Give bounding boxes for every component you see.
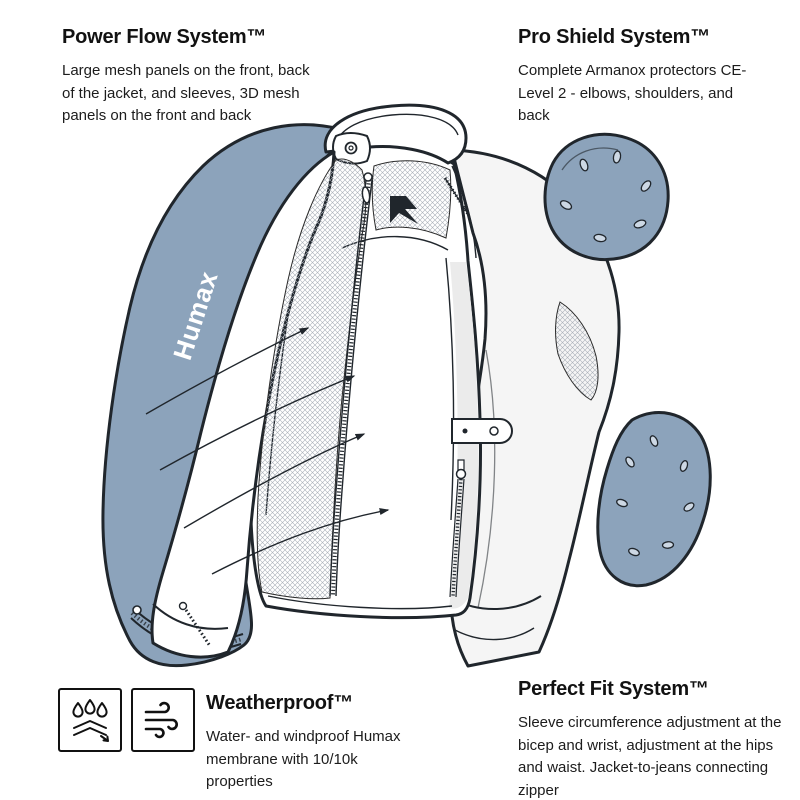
weatherproof-icons	[58, 688, 195, 752]
wind-lines-icon	[144, 701, 178, 739]
callout-body-pro-shield: Complete Armanox protectors CE-Level 2 -…	[518, 62, 747, 124]
elbow-protector	[596, 411, 712, 588]
water-droplets-membrane-icon	[72, 699, 109, 742]
callout-title-perfect-fit: Perfect Fit System™	[518, 678, 709, 700]
callout-title-power-flow: Power Flow System™	[62, 26, 267, 48]
side-connecting-zipper	[449, 459, 467, 598]
left-cuff-zipper	[184, 609, 212, 647]
callout-weatherproof: Weatherproof™ Water- and windproof Humax…	[206, 692, 424, 794]
callout-title-pro-shield: Pro Shield System™	[518, 26, 711, 48]
zipper-pull	[455, 468, 467, 480]
callout-body-power-flow: Large mesh panels on the front, back of …	[62, 62, 310, 124]
callout-perfect-fit: Perfect Fit System™ Sleeve circumference…	[518, 678, 788, 800]
airflow-arrows	[145, 327, 390, 575]
callout-power-flow: Power Flow System™ Large mesh panels on …	[62, 26, 314, 128]
chest-pocket-zipper	[443, 177, 470, 215]
shoulder-protector	[543, 132, 670, 261]
callout-body-weatherproof: Water- and windproof Humax membrane with…	[206, 728, 401, 790]
waist-adjustment-strap	[451, 418, 513, 444]
snap-button	[344, 141, 358, 155]
callout-body-perfect-fit: Sleeve circumference adjustment at the b…	[518, 714, 782, 799]
waterproof-icon-box	[58, 688, 122, 752]
brand-logo-mark	[390, 196, 418, 224]
callout-title-weatherproof: Weatherproof™	[206, 692, 354, 714]
callout-pro-shield: Pro Shield System™ Complete Armanox prot…	[518, 26, 756, 128]
front-zipper	[329, 172, 373, 597]
windproof-icon-box	[131, 688, 195, 752]
zipper-pull	[363, 172, 373, 182]
